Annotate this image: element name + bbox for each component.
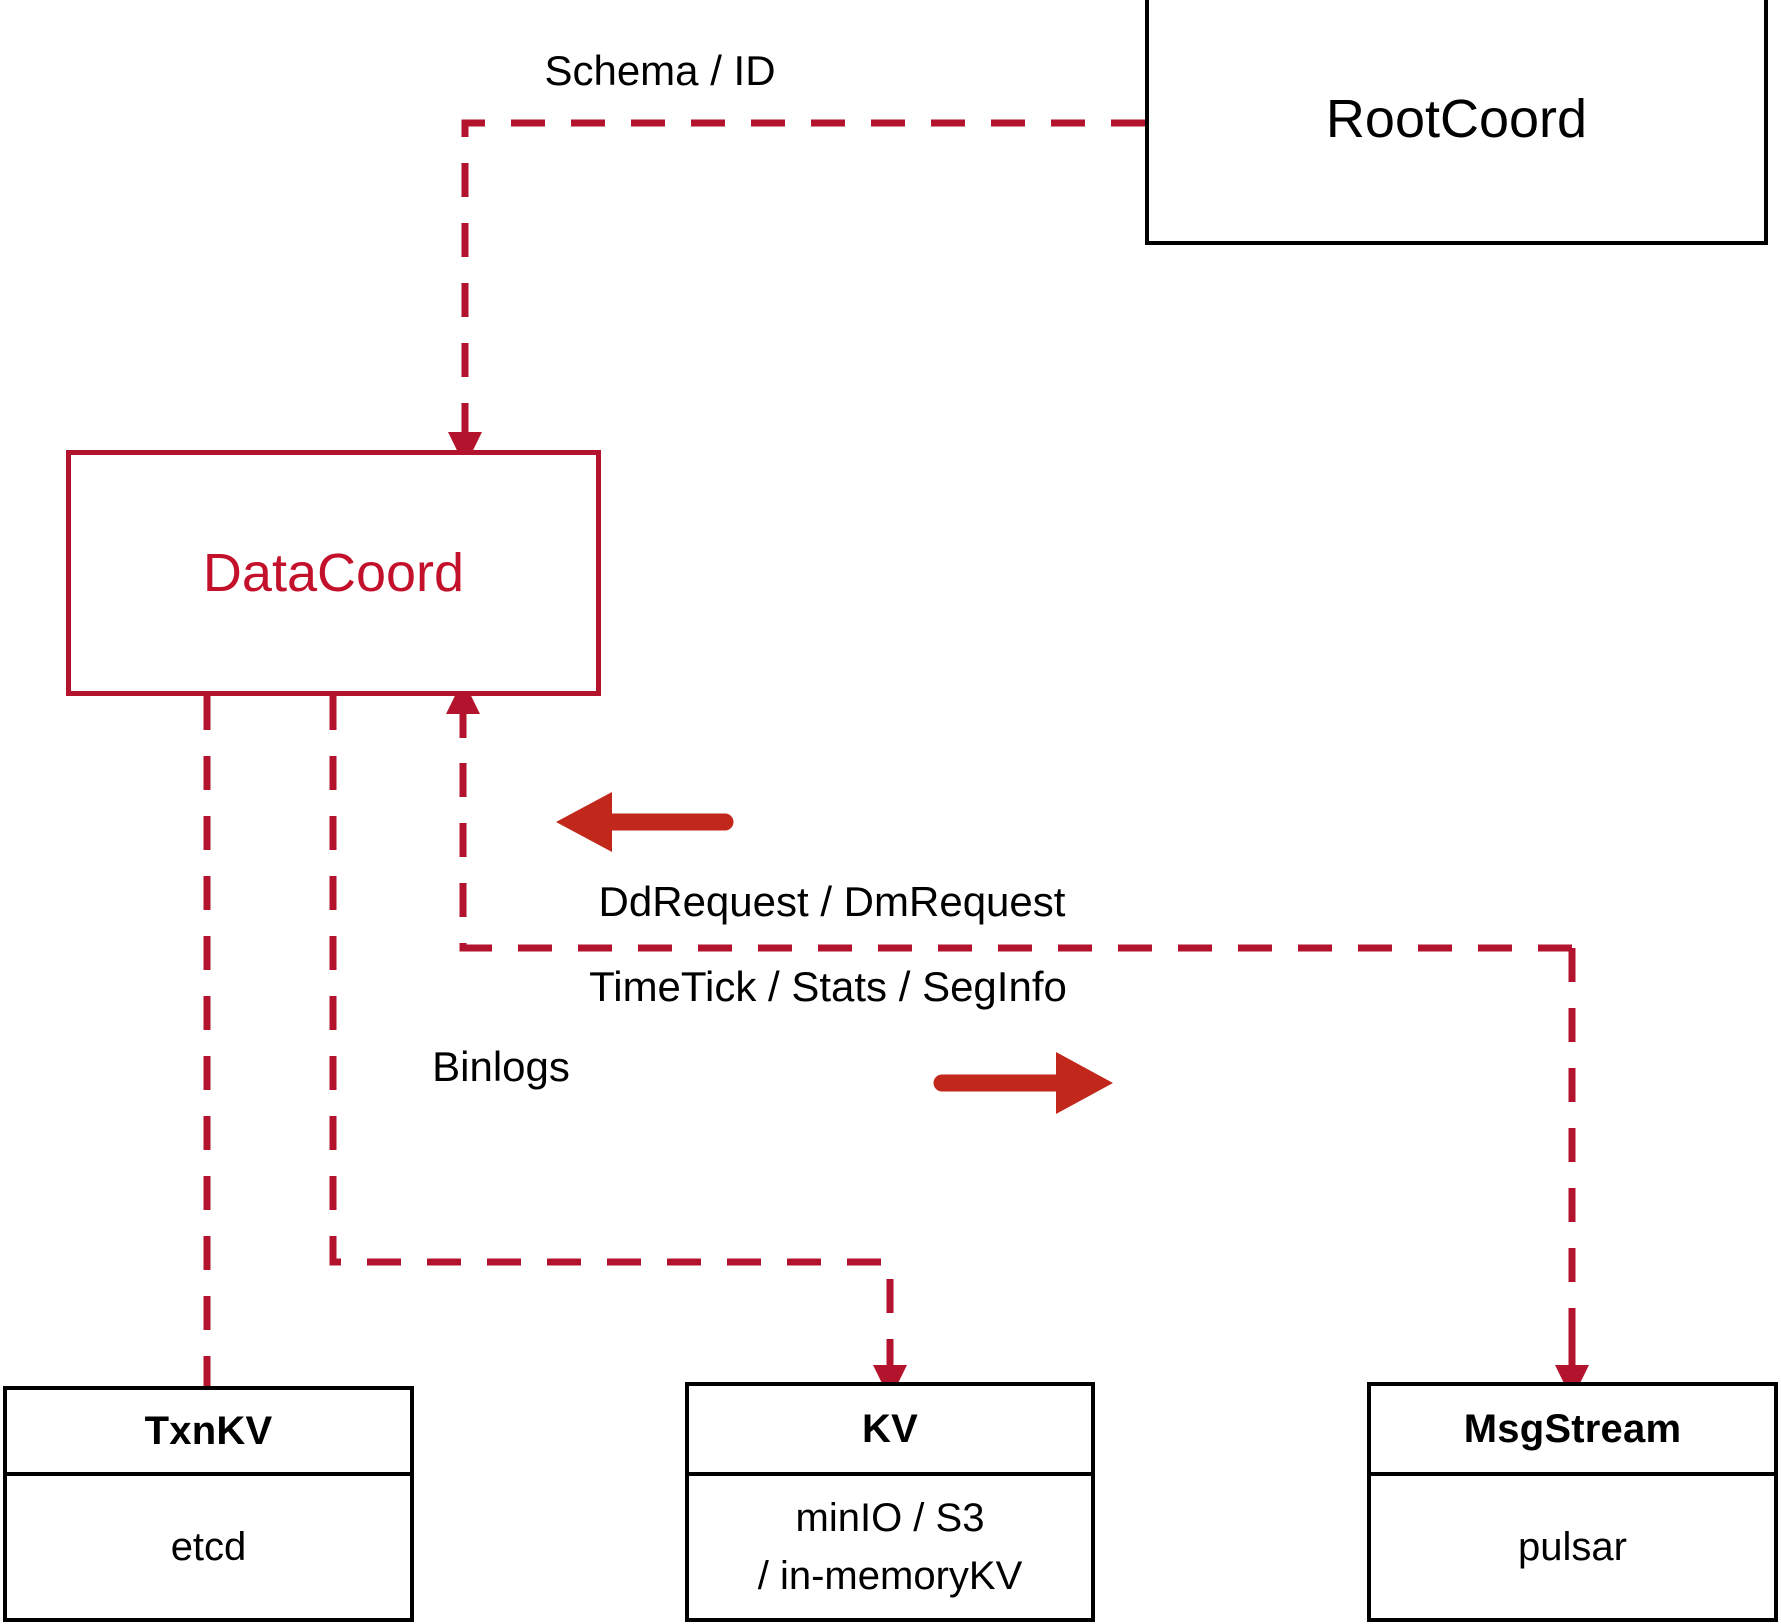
edge-label-dd-dm-request: DdRequest / DmRequest <box>598 878 1066 925</box>
edge-rootcoord-to-datacoord <box>448 119 1145 467</box>
node-kv-line-2: / in-memoryKV <box>757 1554 1023 1598</box>
direction-arrow-right-icon <box>933 1052 1113 1114</box>
node-rootcoord-label: RootCoord <box>1325 88 1588 149</box>
node-txnkv-header: TxnKV <box>7 1390 410 1476</box>
node-kv-body: minIO / S3 / in-memoryKV <box>689 1476 1091 1618</box>
node-txnkv-body: etcd <box>7 1476 410 1618</box>
node-txnkv-line-1: etcd <box>170 1525 247 1569</box>
node-kv-header: KV <box>689 1386 1091 1476</box>
edge-label-schema-id: Schema / ID <box>544 47 776 94</box>
node-txnkv[interactable]: TxnKV etcd <box>3 1386 414 1622</box>
node-datacoord[interactable]: DataCoord <box>66 450 601 696</box>
node-kv-line-1: minIO / S3 <box>795 1496 985 1540</box>
node-datacoord-label: DataCoord <box>202 543 465 603</box>
node-rootcoord[interactable]: RootCoord <box>1145 0 1768 245</box>
node-msgstream-body: pulsar <box>1371 1476 1774 1618</box>
node-kv[interactable]: KV minIO / S3 / in-memoryKV <box>685 1382 1095 1622</box>
node-msgstream[interactable]: MsgStream pulsar <box>1367 1382 1778 1622</box>
node-msgstream-line-1: pulsar <box>1518 1525 1627 1569</box>
direction-arrow-left-icon <box>556 792 734 852</box>
node-msgstream-header: MsgStream <box>1371 1386 1774 1476</box>
edge-datacoord-to-kv <box>329 696 907 1400</box>
edge-label-timetick-stats-seginfo: TimeTick / Stats / SegInfo <box>589 963 1067 1010</box>
edge-label-binlogs: Binlogs <box>432 1043 570 1090</box>
